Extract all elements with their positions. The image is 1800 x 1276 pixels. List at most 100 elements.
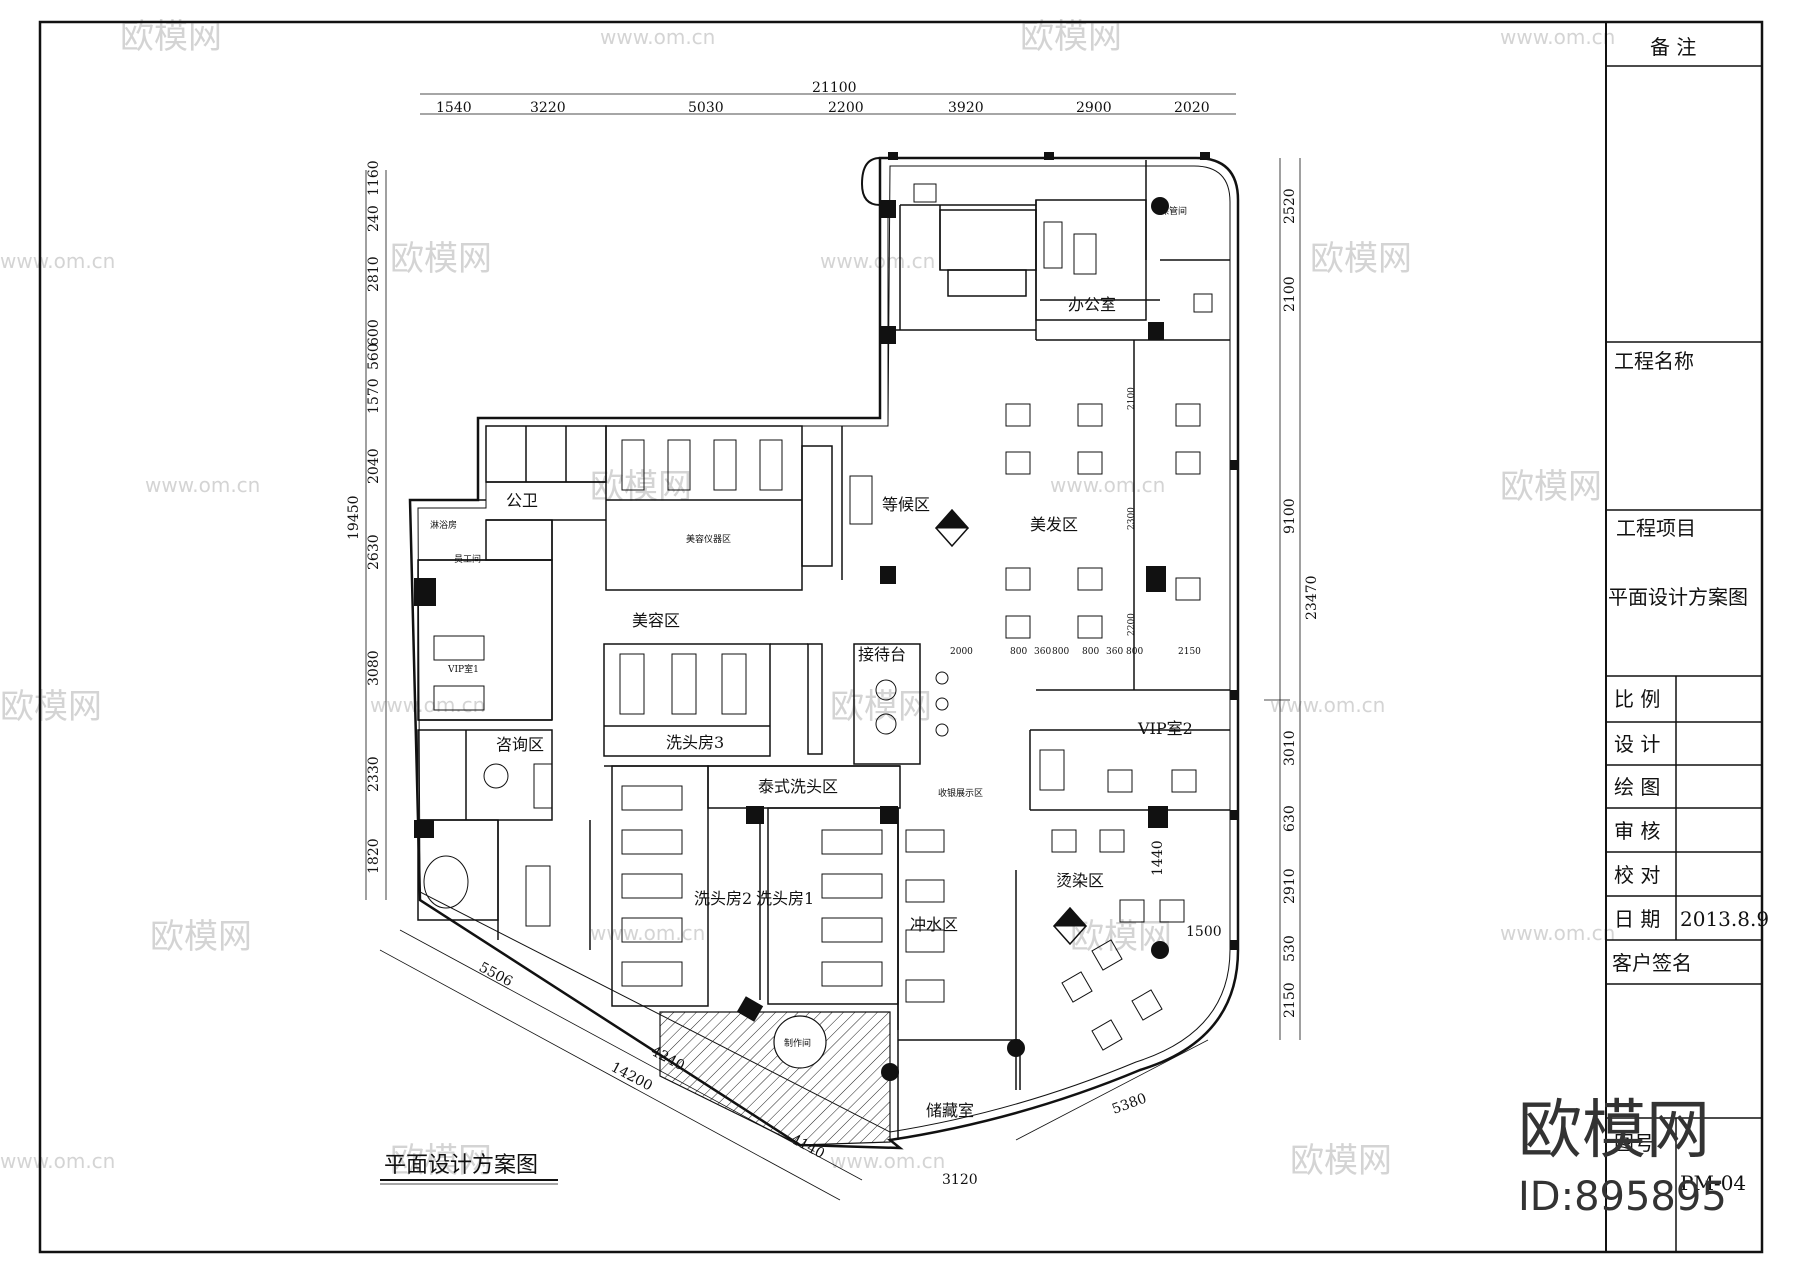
check-label: 校 对 [1614,863,1660,887]
room-label-consult: 咨询区 [496,735,544,754]
watermark-url: www.om.cn [820,249,935,273]
review-label: 审 核 [1614,819,1660,843]
project-item-label: 工程项目 [1616,516,1696,540]
bottom-dim: 5506 [476,959,515,990]
watermark-url: www.om.cn [0,249,115,273]
top-dim: 3920 [948,100,984,116]
left-dim: 600 [366,319,382,346]
room-label-reception: 接待台 [858,645,906,664]
bottom-dim: 5380 [1110,1091,1149,1118]
inner-dim: 1440 [1150,840,1166,876]
watermark-url: www.om.cn [590,921,705,945]
room-label-wash2: 洗头房2 [694,889,752,908]
watermark-brand: 欧模网 [120,17,222,57]
right-dim: 2520 [1282,188,1298,224]
left-dim: 2810 [366,256,382,292]
room-label-waiting: 等候区 [882,495,930,514]
watermark-url: www.om.cn [1500,921,1615,945]
watermark-url: www.om.cn [0,1149,115,1173]
room-label-vip2: VIP室2 [1137,719,1193,738]
left-dim: 240 [366,205,382,232]
watermark-url: www.om.cn [370,693,485,717]
project-name-label: 工程名称 [1614,349,1694,373]
right-dim: 2150 [1282,982,1298,1018]
room-label-wash1: 洗头房1 [756,889,814,908]
watermark-brand: 欧模网 [1020,17,1122,57]
inner-dim: 360 [1106,647,1123,657]
room-label-thai-wash: 泰式洗头区 [758,777,838,796]
room-label-bath: 淋浴房 [430,519,457,531]
top-dim: 1540 [436,100,472,116]
brand-watermark-logo: 欧模网 [1518,1094,1710,1168]
left-dim: 2630 [366,534,382,570]
right-dim: 2100 [1282,276,1298,312]
inner-dim: 800 [1126,647,1143,657]
left-dim: 1160 [366,160,382,196]
inner-dim: 2300 [1127,507,1137,530]
inner-dim: 800 [1010,647,1027,657]
overall-height-right-dim: 23470 [1304,575,1320,620]
room-label-perm-dye: 烫染区 [1056,871,1104,890]
watermark-url: www.om.cn [1050,473,1165,497]
building-outline [408,156,1240,1150]
design-label: 设 计 [1614,732,1660,756]
right-dim: 3010 [1282,730,1298,766]
left-dim: 1570 [366,378,382,414]
top-dimensions: 21100 1540 3220 5030 2200 3920 2900 2020 [436,80,1210,116]
watermark-brand: 欧模网 [1310,239,1412,279]
watermark-layer: 欧模网 www.om.cn 欧模网 www.om.cn 欧模网 www.om.c… [0,17,1615,1181]
watermark-url: www.om.cn [830,1149,945,1173]
watermark-url: www.om.cn [1270,693,1385,717]
room-label-storeroom: 保管间 [1160,205,1187,217]
room-label-staff: 员工间 [454,553,481,565]
top-dim: 2900 [1076,100,1112,116]
left-dim: 2040 [366,448,382,484]
room-label-sales-display: 收银展示区 [938,787,983,799]
watermark-url: www.om.cn [145,473,260,497]
right-dim: 530 [1282,935,1298,962]
inner-dim: 800 [1082,647,1099,657]
top-dim: 3220 [530,100,566,116]
inner-dim: 360 [1034,647,1051,657]
watermark-brand: 欧模网 [390,1141,492,1181]
sheet-number-label: 图号 [1614,1131,1654,1155]
room-labels: 公卫 美容区 等候区 美发区 办公室 接待台 咨询区 洗头房3 泰式洗头区 洗头… [430,205,1193,1120]
left-dimensions: 19450 1160 240 2810 600 560 1570 2040 26… [346,160,382,874]
index-symbols [934,508,1088,946]
inner-dim: 2100 [1127,387,1137,410]
inner-dim: 1500 [1186,924,1222,940]
hair-stations [483,183,1213,1051]
draw-label: 绘 图 [1614,775,1660,799]
inner-dim: 2150 [1178,647,1201,657]
bottom-dim: 14200 [608,1059,655,1094]
hatched-floor-area [659,1011,891,1146]
room-label-rinse: 冲水区 [910,915,958,934]
left-dim: 2330 [366,756,382,792]
overall-height-left-dim: 19450 [346,495,362,540]
room-label-beauty: 美容区 [632,611,680,630]
left-dim: 560 [366,343,382,370]
right-dim: 2910 [1282,868,1298,904]
right-dim: 9100 [1282,498,1298,534]
date-value: 2013.8.9 [1680,907,1769,931]
top-dim: 5030 [688,100,724,116]
left-dim: 3080 [366,650,382,686]
watermark-brand: 欧模网 [1500,467,1602,507]
date-label: 日 期 [1614,907,1660,931]
drawing-title: 平面设计方案图 [384,1153,538,1178]
right-dimensions: 2520 2100 9100 23470 3010 630 2910 530 2… [1282,188,1320,1018]
bottom-dim: 3120 [942,1172,978,1188]
room-label-storage: 储藏室 [926,1101,974,1120]
project-item-value: 平面设计方案图 [1608,585,1748,609]
overall-width-dim: 21100 [812,80,857,96]
room-label-hair: 美发区 [1030,515,1078,534]
title-block [1605,22,1762,1252]
right-dim: 630 [1282,805,1298,832]
watermark-url: www.om.cn [600,25,715,49]
top-dim: 2020 [1174,100,1210,116]
inner-dimensions: 2000 800 360 800 800 360 800 2150 2100 2… [950,387,1222,940]
inner-dim: 2200 [1127,613,1137,636]
room-label-office: 办公室 [1068,295,1116,314]
